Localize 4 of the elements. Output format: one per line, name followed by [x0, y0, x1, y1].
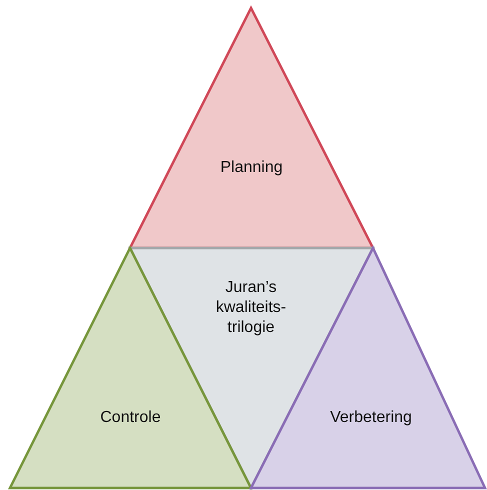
node-label: Verbetering — [329, 408, 413, 428]
node-label: Juran’s kwaliteits- trilogie — [214, 278, 288, 338]
node-label: Planning — [219, 158, 284, 178]
node-label: Controle — [99, 408, 162, 428]
